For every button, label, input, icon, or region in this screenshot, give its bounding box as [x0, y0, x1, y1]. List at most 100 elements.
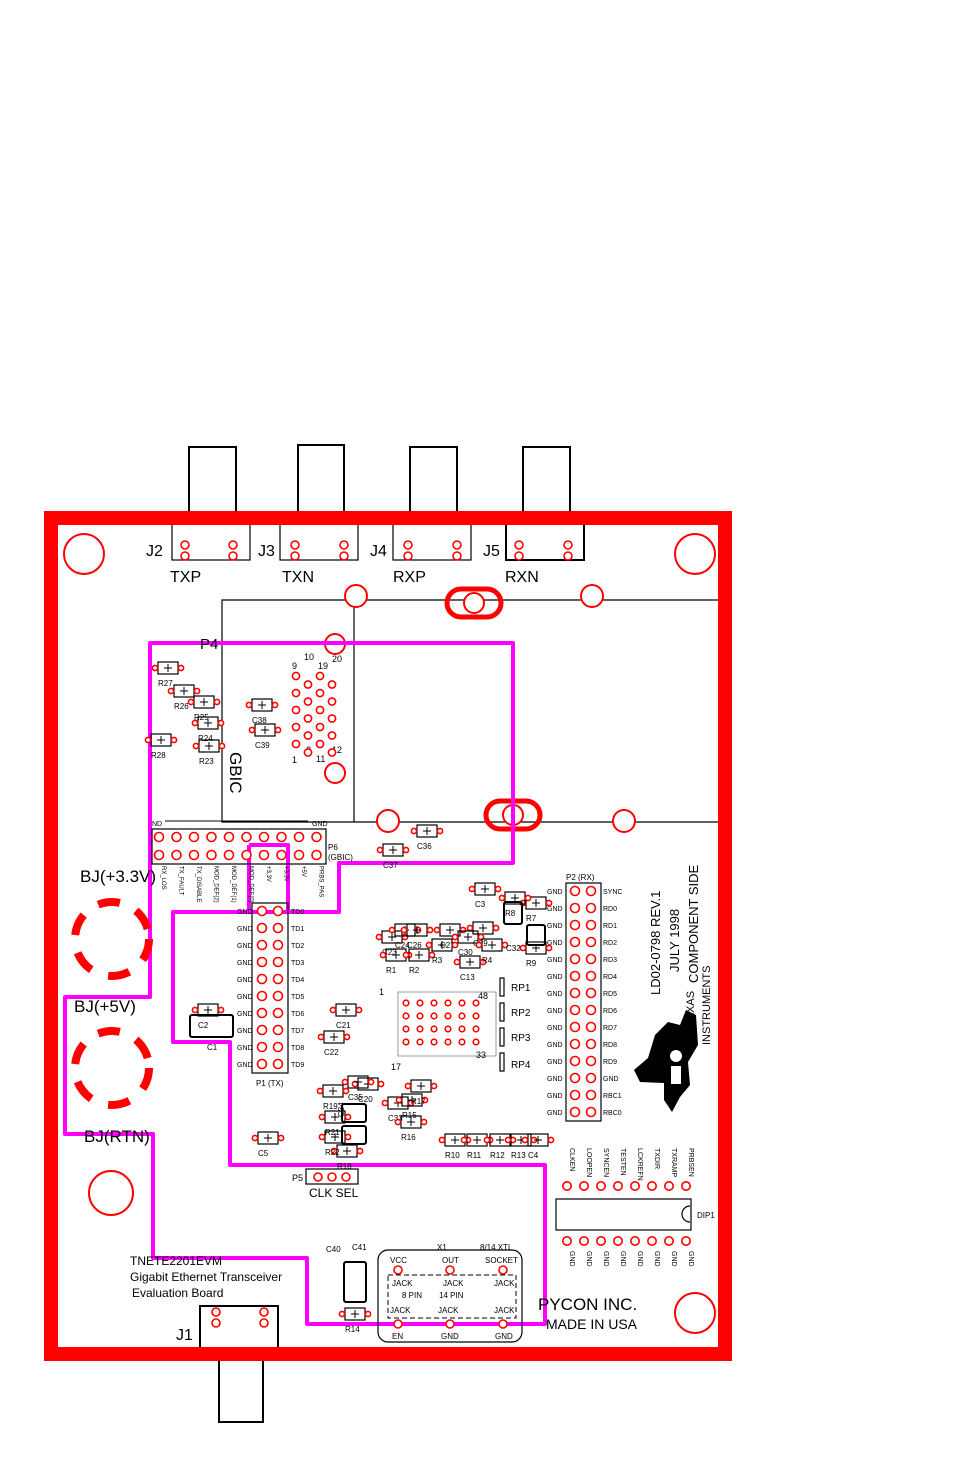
p1-pad	[272, 1058, 284, 1070]
component-label-r4: R4	[482, 956, 493, 965]
ic-pad	[472, 1012, 480, 1020]
p1-pad	[272, 939, 284, 951]
polarity-mark	[415, 951, 423, 959]
component-label-r24: R24	[198, 734, 213, 743]
p2-pad	[569, 936, 581, 948]
component-pad	[479, 958, 487, 966]
bj-rtn-label: BJ(RTN)	[84, 1127, 150, 1146]
polarity-mark	[417, 1082, 425, 1090]
p6-pad	[276, 849, 287, 861]
p1-label: P1 (TX)	[256, 1079, 284, 1088]
ic-pad	[472, 1038, 480, 1046]
dip-signal-label: LCKREFN	[636, 1148, 643, 1181]
gbic-pad	[291, 688, 301, 698]
component-label-c36: C36	[417, 842, 432, 851]
p6-pad	[276, 831, 287, 843]
ic-pad	[458, 1012, 466, 1020]
dip-pad	[663, 1236, 674, 1247]
p2-gnd-label: GND	[547, 1042, 563, 1049]
gbic-module: P4 GBIC 9 10 19 20 1 2 11 12	[200, 636, 342, 794]
component-label-c2: C2	[198, 1021, 209, 1030]
p6-pad	[223, 831, 235, 843]
dip-pad	[595, 1236, 606, 1247]
polarity-mark	[413, 926, 421, 934]
clk-select: P5 CLK SEL	[292, 1168, 359, 1200]
component-pad	[344, 1133, 352, 1141]
gbic-pad	[315, 671, 325, 681]
polarity-mark	[496, 1136, 504, 1144]
p2-pin-label: RD1	[603, 923, 617, 930]
component-label-r28: R28	[151, 751, 166, 760]
component-label-c39: C39	[255, 741, 270, 750]
board-part-number: TNETE2201EVM	[130, 1254, 222, 1268]
gbic-pad	[291, 705, 301, 715]
component-pad	[501, 941, 509, 949]
p6-pad	[293, 849, 305, 861]
component-label-c22: C22	[324, 1048, 339, 1057]
p2-pad	[585, 902, 597, 914]
p2-pad	[569, 1004, 581, 1016]
p2-pin-label: RD4	[603, 974, 617, 981]
p2-pin-label: RD7	[603, 1025, 617, 1032]
component-label-r11: R11	[467, 1151, 482, 1160]
gbic-pad	[327, 680, 337, 689]
component-pad	[245, 701, 253, 709]
component-pad	[483, 1136, 491, 1144]
component-pad	[170, 736, 178, 744]
dip-pad	[646, 1236, 657, 1247]
p6-pad	[206, 849, 217, 861]
gbic-pin-20: 20	[332, 654, 342, 664]
component-label-c35: C35	[348, 1093, 363, 1102]
component-pad	[329, 1006, 337, 1014]
j2-signal: TXP	[170, 569, 201, 586]
ic-pad	[416, 1012, 424, 1020]
p2-gnd-label: GND	[547, 923, 563, 930]
dip-pad	[612, 1236, 623, 1247]
component-pad	[344, 1113, 352, 1121]
dip-pad	[629, 1181, 640, 1192]
polarity-mark	[331, 1113, 339, 1121]
gbic-pad	[327, 731, 337, 740]
osc-socket-type: 8/14 XTL	[480, 1243, 513, 1252]
dip-pad	[629, 1236, 640, 1247]
polarity-mark	[407, 1118, 415, 1126]
polarity-mark	[351, 1310, 359, 1318]
osc-en: EN	[392, 1332, 403, 1341]
p1-pad	[256, 1058, 268, 1070]
j3-signal: TXN	[282, 569, 314, 586]
dip-pad	[646, 1181, 657, 1192]
component-pad	[248, 726, 256, 734]
ic-pad	[458, 999, 466, 1007]
component-pad	[466, 924, 474, 932]
dip-gnd-label: GND	[602, 1251, 609, 1267]
p6-pad	[223, 849, 235, 861]
dip-signal-label: PRBSEN	[687, 1148, 694, 1177]
component-label-c5: C5	[258, 1149, 269, 1158]
gbic-pin-19: 19	[318, 661, 328, 671]
polarity-mark	[392, 951, 400, 959]
polarity-mark	[466, 958, 474, 966]
component-pad	[421, 1096, 429, 1104]
x1-ref: X1	[437, 1243, 447, 1252]
polarity-mark	[464, 933, 472, 941]
ic-pad	[458, 1038, 466, 1046]
p6-pin-label: MOD_DEF(1)	[230, 866, 236, 903]
component-label-r2: R2	[409, 966, 420, 975]
component-pad	[379, 951, 387, 959]
component-pad	[167, 687, 175, 695]
component-pad	[438, 1136, 446, 1144]
component-pad	[151, 664, 159, 672]
p1-gnd-label: GND	[237, 1028, 253, 1035]
p5-ref: P5	[292, 1173, 303, 1183]
component-pad	[494, 885, 502, 893]
logo-texas: TEXAS	[685, 991, 697, 1027]
component-label-r17: R17	[411, 1097, 426, 1106]
component-pad	[318, 1113, 326, 1121]
p2-gnd-label: GND	[547, 991, 563, 998]
ic-pad	[402, 1012, 410, 1020]
ic-pad	[458, 1025, 466, 1033]
resistor-packs: RP1 RP2 RP3 RP4	[499, 977, 531, 1072]
component-label-r3: R3	[432, 956, 443, 965]
osc-gnd-2: GND	[495, 1332, 513, 1341]
component-pad	[477, 933, 485, 941]
